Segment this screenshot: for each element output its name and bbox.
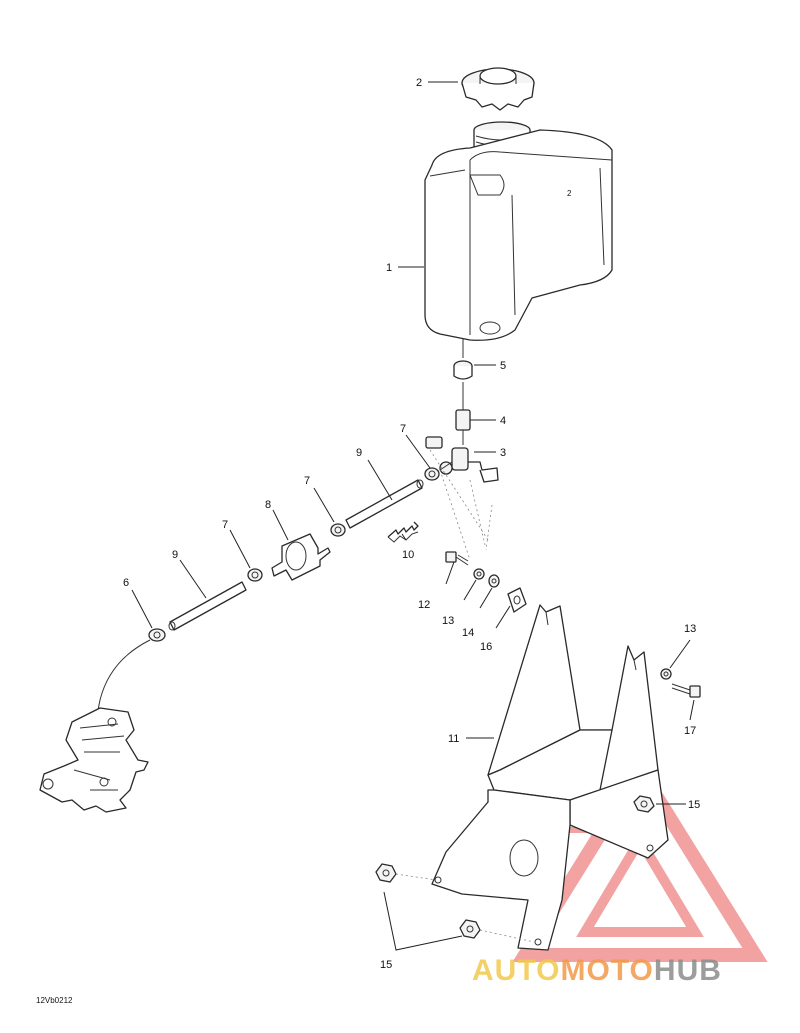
fuel-hose-upper[interactable]: [345, 479, 424, 529]
grommet[interactable]: [453, 338, 473, 380]
watermark-moto: MOTO: [560, 954, 653, 987]
shutoff-valve[interactable]: [425, 436, 499, 483]
callout-4: 4: [500, 415, 506, 427]
callout-14: 14: [462, 627, 474, 639]
callout-15-lower: 15: [380, 959, 392, 971]
lock-washer-14[interactable]: [488, 574, 500, 588]
fuel-cap[interactable]: [461, 67, 535, 111]
callout-3: 3: [500, 447, 506, 459]
fuel-tank[interactable]: 2: [424, 121, 613, 341]
callout-7-upper: 7: [400, 423, 406, 435]
fuel-hose-lower[interactable]: [168, 581, 247, 631]
svg-text:AUTOMOTOHUB: AUTOMOTOHUB: [472, 954, 722, 987]
callout-7-lower: 7: [222, 519, 228, 531]
hose-clamp-carburetor[interactable]: [148, 628, 166, 642]
bolt-17[interactable]: [671, 683, 701, 698]
watermark-logo-text: AUTOMOTOHUB: [472, 954, 722, 987]
callout-9-upper: 9: [356, 447, 362, 459]
nut-15-right[interactable]: [459, 919, 481, 939]
spring[interactable]: [387, 521, 419, 543]
callout-13-right: 13: [684, 623, 696, 635]
nut-15-left[interactable]: [375, 863, 397, 883]
callout-6: 6: [123, 577, 129, 589]
clip-16[interactable]: [507, 587, 527, 613]
callout-15-right: 15: [688, 799, 700, 811]
leader-lines: [131, 81, 695, 951]
callout-1: 1: [386, 262, 392, 274]
watermark-auto: AUTO: [472, 954, 560, 987]
washer-13-right[interactable]: [660, 668, 672, 680]
svg-text:2: 2: [567, 189, 572, 198]
callout-7-middle: 7: [304, 475, 310, 487]
callout-8: 8: [265, 499, 271, 511]
nut-15-bracket[interactable]: [633, 795, 655, 813]
hose-clamp-middle[interactable]: [330, 523, 346, 537]
washer-13-left[interactable]: [473, 568, 485, 580]
callout-10: 10: [402, 549, 414, 561]
callout-2: 2: [416, 77, 422, 89]
callout-5: 5: [500, 360, 506, 372]
callout-labels: 2 1 5 4 3 7 9 7 8 7 9 6 10 12 13 14 16 1…: [123, 77, 700, 971]
callout-11: 11: [448, 733, 459, 745]
tank-bracket[interactable]: [431, 604, 669, 951]
fuel-filter[interactable]: [271, 533, 331, 581]
callout-12: 12: [418, 599, 430, 611]
hose-clamp-upper[interactable]: [424, 467, 440, 481]
callout-9-lower: 9: [172, 549, 178, 561]
watermark-hub: HUB: [654, 954, 722, 987]
callout-17: 17: [684, 725, 696, 737]
hose-to-carburetor: [97, 639, 151, 711]
callout-16: 16: [480, 641, 492, 653]
callout-13-left: 13: [442, 615, 454, 627]
bolt-12[interactable]: [445, 551, 469, 566]
carburetor[interactable]: [39, 707, 149, 813]
diagram-code: 12Vb0212: [36, 996, 73, 1005]
fuel-pickup-filter[interactable]: [455, 382, 471, 445]
hose-clamp-lower[interactable]: [247, 568, 263, 582]
